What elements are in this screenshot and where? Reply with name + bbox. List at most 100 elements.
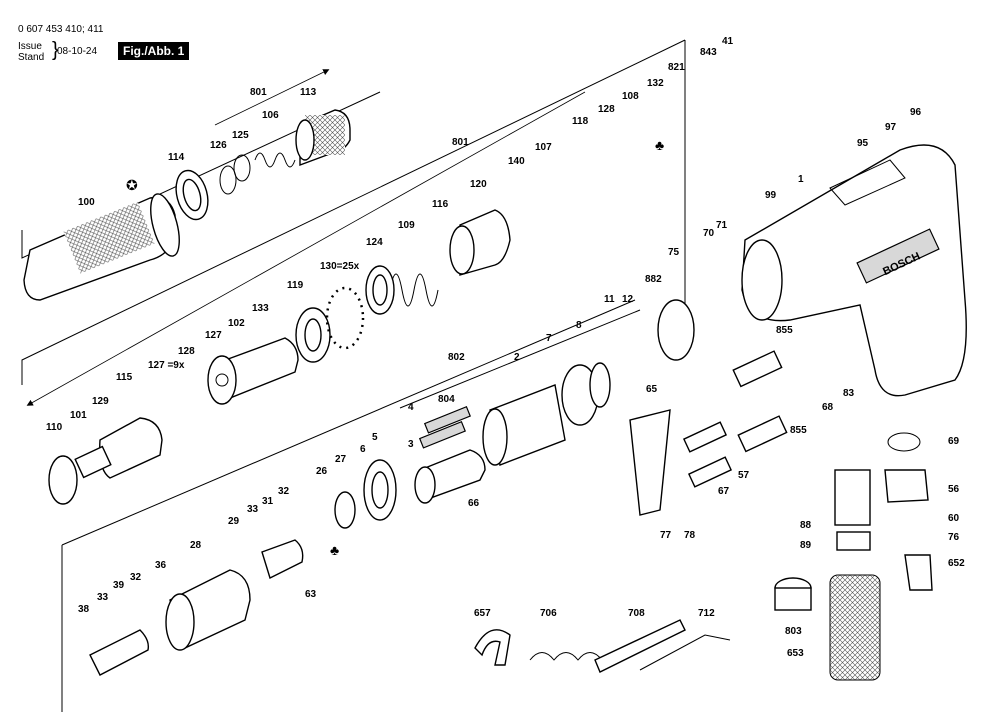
part-652-nipple: [904, 554, 933, 591]
callout-label: 712: [698, 608, 715, 619]
callout-label: 36: [155, 560, 167, 571]
club-mark: ♣: [330, 542, 339, 558]
callout-label: 100: [78, 197, 95, 208]
callout-label: 118: [572, 116, 589, 127]
callout-label: 26: [316, 466, 328, 477]
callout-label: 129: [92, 396, 109, 407]
callout-label: 70: [703, 228, 715, 239]
callout-label: 75: [668, 247, 680, 258]
callout-label: 106: [262, 110, 279, 121]
callout-label: 32: [130, 572, 142, 583]
callout-label: 8: [576, 320, 582, 331]
callout-label: 71: [716, 220, 728, 231]
part-706-spring: [529, 652, 603, 661]
callout-label: 119: [287, 280, 304, 291]
callout-label: 101: [70, 410, 87, 421]
callout-label: 67: [718, 486, 730, 497]
callout-label: 126: [210, 140, 227, 151]
callout-label: 109: [398, 220, 415, 231]
part-804-blades: [418, 405, 471, 449]
callout-label: 882: [645, 274, 662, 285]
callout-label: 63: [305, 589, 317, 600]
issue-label: Issue: [18, 41, 42, 52]
callout-label: 110: [46, 422, 63, 433]
part-110-ring: [48, 455, 78, 505]
callout-label: 27: [335, 454, 347, 465]
callout-labels: 100 114 126 125 106 113 801 801 118 128 …: [46, 36, 965, 659]
callout-label: 78: [684, 530, 696, 541]
callout-label: 127: [205, 330, 222, 341]
part-100-nose-housing: [23, 193, 180, 301]
part-109-spring: [389, 273, 439, 307]
callout-label: 32: [278, 486, 290, 497]
callout-label: 801: [250, 87, 267, 98]
part-102-rotor: [207, 337, 299, 405]
issue-date: 08-10-24: [57, 46, 98, 57]
callout-label: 140: [508, 156, 525, 167]
callout-label: 6: [360, 444, 366, 455]
part-2-cylinder: [482, 384, 566, 466]
part-114-ring: [175, 169, 209, 221]
callout-label: 843: [700, 47, 717, 58]
part-69-oring: [887, 432, 921, 452]
callout-label: 108: [622, 91, 639, 102]
callout-label: 113: [300, 87, 317, 98]
part-120-sleeve: [449, 209, 511, 276]
issue-stand-labels: Issue Stand: [18, 41, 44, 63]
callout-label: 88: [800, 520, 812, 531]
part-56-fitting: [884, 469, 929, 503]
callout-label: 803: [785, 626, 802, 637]
part-653-silencer: [829, 574, 881, 681]
part-119-ring: [295, 307, 331, 363]
callout-label: 89: [800, 540, 812, 551]
callout-label: 83: [843, 388, 855, 399]
callout-label: 128: [598, 104, 615, 115]
callout-label: 77: [660, 530, 672, 541]
callout-label: 76: [948, 532, 960, 543]
callout-label: 33: [97, 592, 109, 603]
part-708-wrench: [594, 619, 686, 673]
callout-label: 801: [452, 137, 469, 148]
part-95-plate: [829, 159, 906, 206]
callout-label: 41: [722, 36, 734, 47]
part-657-clip: [474, 629, 511, 666]
callout-label: 706: [540, 608, 557, 619]
part-124-ring: [365, 265, 395, 315]
callout-label: 29: [228, 516, 240, 527]
callout-label: 69: [948, 436, 960, 447]
callout-label: 56: [948, 484, 960, 495]
assembly-guide-lines: [21, 39, 686, 712]
callout-label: 114: [168, 152, 185, 163]
part-803-cap: [774, 577, 812, 611]
part-75-cover: [657, 299, 695, 361]
callout-label: 657: [474, 608, 491, 619]
callout-label: 60: [948, 513, 960, 524]
part-77-wedge: [629, 409, 671, 516]
club-mark: ♣: [655, 137, 664, 153]
part-4-5-6-bearing: [334, 459, 397, 529]
stand-label: Stand: [18, 52, 45, 63]
callout-label: 65: [646, 384, 658, 395]
callout-label: 5: [372, 432, 378, 443]
callout-label: 120: [470, 179, 487, 190]
callout-label: 1: [798, 174, 804, 185]
figure-label: Fig./Abb. 1: [118, 42, 190, 60]
document-number: 0 607 453 410; 411: [18, 24, 104, 35]
callout-label: 102: [228, 318, 245, 329]
part-130-balls: [325, 286, 365, 350]
callout-label: 116: [432, 199, 449, 210]
part-101-chuck: [74, 417, 163, 479]
callout-label: 4: [408, 402, 414, 413]
callout-label: 125: [232, 130, 249, 141]
callout-label: 802: [448, 352, 465, 363]
callout-label: 130=25x: [320, 261, 360, 272]
callout-label: 99: [765, 190, 777, 201]
valve-parts-57-67: [682, 350, 788, 488]
callout-label: 804: [438, 394, 455, 405]
callout-label: 855: [776, 325, 793, 336]
callout-label: 12: [622, 294, 634, 305]
callout-label: 97: [885, 122, 897, 133]
callout-label: 115: [116, 372, 133, 383]
